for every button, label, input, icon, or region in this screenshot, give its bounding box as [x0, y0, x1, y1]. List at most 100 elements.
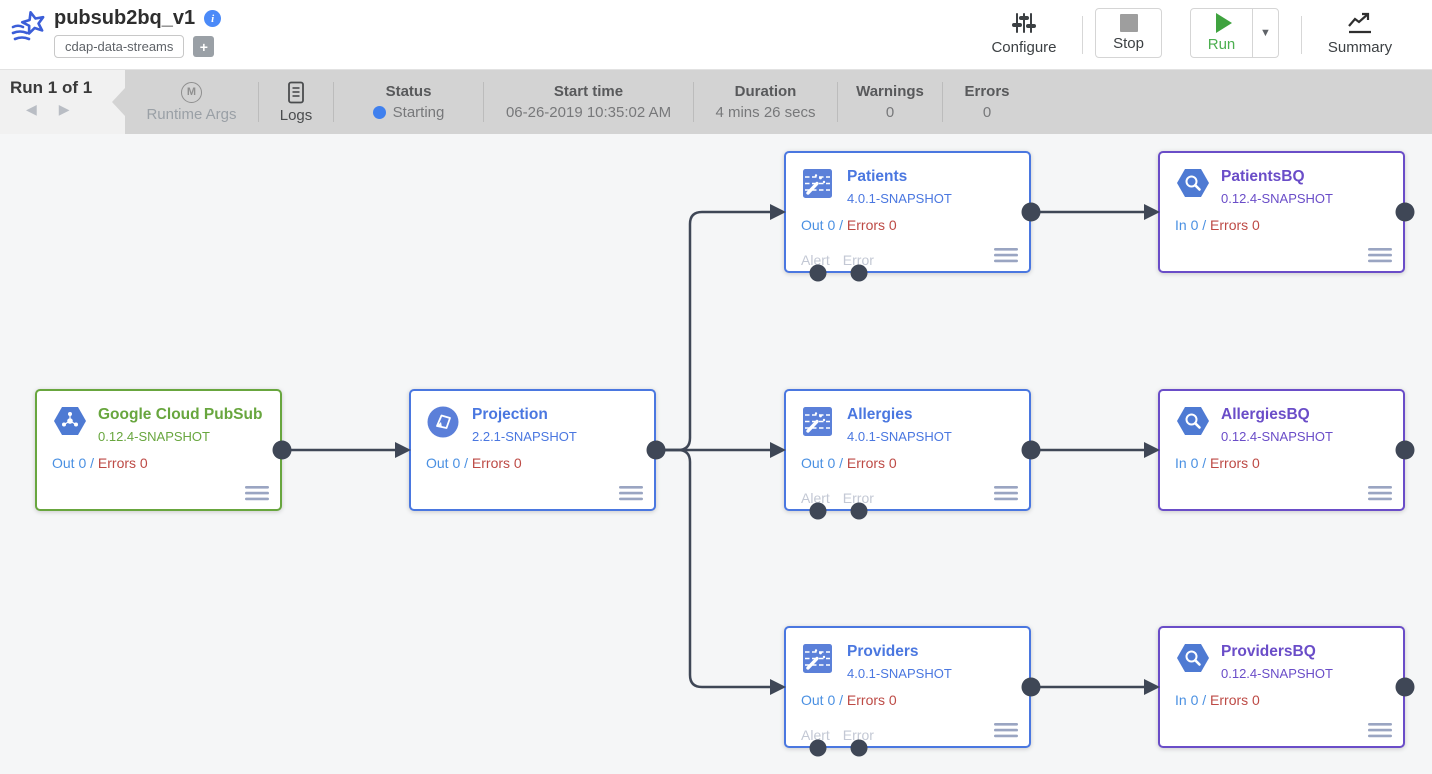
add-tag-button[interactable]: +: [193, 36, 215, 57]
node-errors-metric: Errors 0: [471, 455, 522, 471]
node-metrics: Out 0 / Errors 0: [52, 455, 148, 471]
node-port-labels: Alert Error: [801, 252, 874, 268]
node-menu-button[interactable]: [994, 723, 1018, 738]
node-title: Projection: [472, 406, 548, 423]
menu-icon: [994, 248, 1018, 263]
page-title: pubsub2bq_v1: [54, 7, 196, 29]
divider: [942, 82, 943, 122]
errors-header: Errors: [964, 83, 1010, 100]
divider: [837, 82, 838, 122]
logs-button[interactable]: Logs: [259, 70, 333, 134]
edge-projection-to-patients: [656, 210, 770, 452]
node-records-metric: Out 0: [801, 692, 836, 708]
projection-icon: [427, 406, 461, 438]
menu-icon: [245, 486, 269, 501]
pipeline-node-pubsub[interactable]: Google Cloud PubSub 0.12.4-SNAPSHOT Out …: [35, 389, 282, 511]
node-port-labels: Alert Error: [801, 490, 874, 506]
node-version: 4.0.1-SNAPSHOT: [847, 429, 952, 444]
warnings-value: 0: [885, 104, 895, 121]
pipeline-node-allergiesbq[interactable]: AllergiesBQ 0.12.4-SNAPSHOT In 0 / Error…: [1158, 389, 1405, 511]
run-status-bar: Run 1 of 1 ◀ ▶ M Runtime Args Logs Statu…: [0, 70, 1432, 134]
wrangler-icon: [802, 168, 836, 199]
node-errors-metric: Errors 0: [1210, 455, 1260, 471]
node-title: Patients: [847, 168, 908, 185]
status-header: Status: [385, 83, 432, 100]
menu-icon: [1368, 723, 1392, 738]
node-menu-button[interactable]: [1368, 723, 1392, 738]
status-section: Status Starting: [334, 70, 483, 134]
duration-section: Duration 4 mins 26 secs: [694, 70, 837, 134]
play-icon: [1215, 13, 1232, 33]
node-errors-metric: Errors 0: [846, 455, 897, 471]
node-menu-button[interactable]: [994, 248, 1018, 263]
app-header: pubsub2bq_v1 i cdap-data-streams + Confi…: [0, 0, 1432, 70]
pipeline-node-patients[interactable]: Patients 4.0.1-SNAPSHOT Out 0 / Errors 0…: [784, 151, 1031, 273]
configure-label: Configure: [991, 38, 1057, 56]
node-title: AllergiesBQ: [1221, 406, 1310, 423]
node-menu-button[interactable]: [994, 486, 1018, 501]
runtime-args-label: Runtime Args: [146, 105, 237, 123]
run-counter-tab: Run 1 of 1 ◀ ▶: [0, 70, 125, 134]
run-split-button: Run ▼: [1190, 8, 1279, 58]
pubsub-icon: [53, 406, 87, 437]
node-menu-button[interactable]: [1368, 248, 1392, 263]
node-errors-metric: Errors 0: [846, 217, 897, 233]
next-run-button[interactable]: ▶: [58, 101, 70, 117]
run-button[interactable]: Run: [1191, 9, 1252, 57]
node-records-metric: In 0: [1175, 692, 1199, 708]
node-metrics: Out 0 / Errors 0: [801, 692, 897, 708]
stop-icon: [1119, 14, 1138, 32]
alert-port-label: Alert: [801, 490, 830, 506]
pipeline-node-patientsbq[interactable]: PatientsBQ 0.12.4-SNAPSHOT In 0 / Errors…: [1158, 151, 1405, 273]
divider: [333, 82, 334, 122]
stop-button[interactable]: Stop: [1095, 8, 1162, 58]
pipeline-node-projection[interactable]: Projection 2.2.1-SNAPSHOT Out 0 / Errors…: [409, 389, 656, 511]
configure-button[interactable]: Configure: [978, 11, 1070, 56]
previous-run-button[interactable]: ◀: [26, 101, 37, 117]
node-records-metric: Out 0: [801, 217, 836, 233]
pipeline-node-allergies[interactable]: Allergies 4.0.1-SNAPSHOT Out 0 / Errors …: [784, 389, 1031, 511]
node-menu-button[interactable]: [1368, 486, 1392, 501]
node-title: Google Cloud PubSub: [98, 406, 263, 423]
bigquery-icon: [1176, 168, 1210, 199]
status-dot-icon: [372, 106, 386, 119]
bigquery-icon: [1176, 643, 1210, 674]
pipeline-node-providers[interactable]: Providers 4.0.1-SNAPSHOT Out 0 / Errors …: [784, 626, 1031, 748]
runtime-args-button[interactable]: M Runtime Args: [125, 70, 258, 134]
sliders-icon: [1012, 12, 1036, 33]
edge-projection-to-providers: [656, 448, 770, 689]
node-metrics: Out 0 / Errors 0: [426, 455, 522, 471]
run-label: Run: [1207, 36, 1236, 53]
bigquery-icon: [1176, 406, 1210, 437]
node-records-metric: In 0: [1175, 217, 1199, 233]
warnings-section: Warnings 0: [838, 70, 942, 134]
node-version: 0.12.4-SNAPSHOT: [98, 429, 210, 444]
pipeline-canvas[interactable]: Google Cloud PubSub 0.12.4-SNAPSHOT Out …: [0, 134, 1432, 774]
info-icon[interactable]: i: [204, 10, 222, 27]
logs-icon: [288, 81, 304, 103]
stop-label: Stop: [1113, 35, 1144, 52]
namespace-tag[interactable]: cdap-data-streams: [54, 35, 185, 58]
wrangler-icon: [802, 406, 836, 437]
start-time-header: Start time: [553, 83, 624, 100]
node-errors-metric: Errors 0: [1210, 217, 1260, 233]
pipeline-node-providersbq[interactable]: ProvidersBQ 0.12.4-SNAPSHOT In 0 / Error…: [1158, 626, 1405, 748]
menu-icon: [1368, 486, 1392, 501]
node-title: ProvidersBQ: [1221, 643, 1316, 660]
errors-section: Errors 0: [943, 70, 1031, 134]
node-menu-button[interactable]: [245, 486, 269, 501]
chart-icon: [1348, 12, 1371, 33]
error-port-label: Error: [842, 727, 874, 743]
run-options-caret-button[interactable]: ▼: [1252, 9, 1278, 57]
node-version: 4.0.1-SNAPSHOT: [847, 191, 952, 206]
errors-value: 0: [982, 104, 992, 121]
summary-label: Summary: [1327, 38, 1393, 56]
alert-port-label: Alert: [801, 727, 830, 743]
start-time-value: 06-26-2019 10:35:02 AM: [505, 104, 672, 121]
node-menu-button[interactable]: [619, 486, 643, 501]
divider: [483, 82, 484, 122]
error-port-label: Error: [842, 490, 874, 506]
summary-button[interactable]: Summary: [1314, 11, 1406, 56]
logs-label: Logs: [279, 106, 313, 124]
node-version: 2.2.1-SNAPSHOT: [472, 429, 577, 444]
